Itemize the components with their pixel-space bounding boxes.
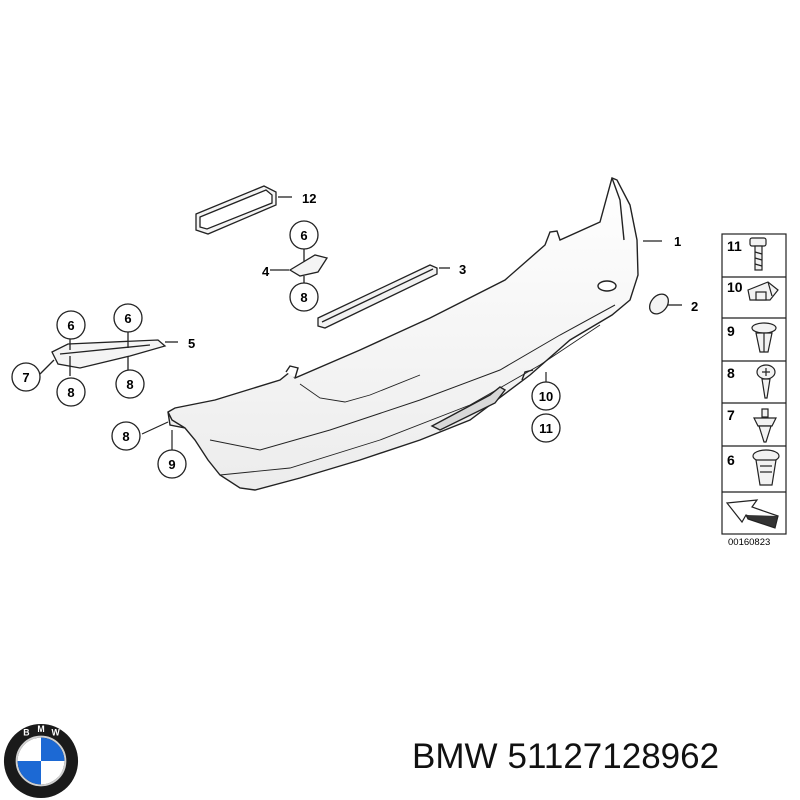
callout-label: 3 bbox=[459, 262, 466, 277]
spreader-clip-icon bbox=[752, 449, 780, 486]
callout-label: 6 bbox=[67, 318, 74, 333]
fastener-number: 8 bbox=[727, 365, 735, 381]
screw-icon bbox=[756, 364, 776, 399]
svg-text:BMW: BMW bbox=[23, 724, 60, 738]
callout-12: 12 bbox=[302, 191, 316, 206]
fastener-number: 6 bbox=[727, 452, 735, 468]
push-pin-icon bbox=[753, 408, 777, 443]
brand-name: BMW bbox=[412, 737, 498, 776]
expanding-rivet-icon bbox=[751, 322, 777, 353]
callout-label: 6 bbox=[300, 228, 307, 243]
callout-label: 11 bbox=[539, 421, 553, 436]
forward-arrow-icon bbox=[725, 499, 779, 529]
callout-3: 3 bbox=[459, 262, 466, 277]
guide-strip-part-3 bbox=[317, 264, 450, 329]
callout-label: 1 bbox=[674, 234, 681, 249]
fastener-number: 10 bbox=[727, 279, 743, 295]
callout-label: 4 bbox=[262, 264, 270, 279]
fastener-number: 11 bbox=[727, 238, 742, 254]
callout-8: 8 bbox=[56, 377, 86, 407]
callout-1: 1 bbox=[674, 234, 681, 249]
callout-label: 8 bbox=[126, 377, 133, 392]
callout-9: 9 bbox=[157, 449, 187, 479]
callout-7: 7 bbox=[11, 362, 41, 392]
callout-label: 8 bbox=[67, 385, 74, 400]
part-number: 51127128962 bbox=[507, 737, 720, 776]
callout-4: 4 bbox=[262, 264, 270, 279]
callout-label: 8 bbox=[300, 290, 307, 305]
callout-10: 10 bbox=[531, 381, 561, 411]
clip-nut-icon bbox=[747, 281, 779, 301]
fastener-number: 7 bbox=[727, 407, 735, 423]
cover-plate-part-12 bbox=[195, 185, 292, 235]
leader-lines bbox=[141, 240, 662, 452]
bolt-icon bbox=[749, 237, 767, 271]
side-bracket-part-5 bbox=[39, 330, 178, 376]
catalog-number: 00160823 bbox=[728, 537, 770, 548]
callout-6: 6 bbox=[113, 303, 143, 333]
callout-8: 8 bbox=[115, 369, 145, 399]
callout-label: 10 bbox=[539, 389, 553, 404]
callout-8: 8 bbox=[289, 282, 319, 312]
callout-5: 5 bbox=[188, 336, 195, 351]
bracket-part-4 bbox=[270, 246, 329, 286]
callout-label: 5 bbox=[188, 336, 195, 351]
callout-label: 7 bbox=[22, 370, 29, 385]
callout-label: 12 bbox=[302, 191, 316, 206]
callout-label: 8 bbox=[122, 429, 129, 444]
fastener-number: 9 bbox=[727, 323, 735, 339]
callout-6: 6 bbox=[56, 310, 86, 340]
callout-11: 11 bbox=[531, 413, 561, 443]
cap-part-2 bbox=[648, 293, 682, 315]
rear-bumper-cover bbox=[167, 177, 639, 491]
callout-2: 2 bbox=[691, 299, 698, 314]
fastener-table bbox=[721, 233, 787, 535]
callout-label: 2 bbox=[691, 299, 698, 314]
callout-label: 9 bbox=[168, 457, 175, 472]
callout-6: 6 bbox=[289, 220, 319, 250]
callout-label: 6 bbox=[124, 311, 131, 326]
callout-8: 8 bbox=[111, 421, 141, 451]
